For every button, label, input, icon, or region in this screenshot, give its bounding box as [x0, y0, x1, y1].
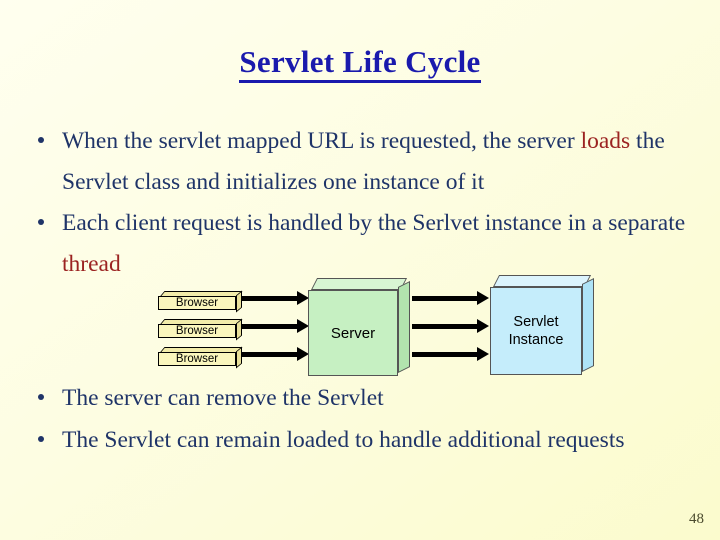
bullet-1-segment-1: When the servlet mapped URL is requested… — [62, 128, 581, 154]
bullet-2-highlight: thread — [62, 251, 121, 277]
arrow-server-to-servlet-3 — [412, 347, 489, 361]
page-number: 48 — [689, 511, 704, 527]
server-box-side-face — [398, 280, 410, 374]
browser-box-1: Browser — [158, 290, 243, 313]
arrow-server-to-servlet-2 — [412, 319, 489, 333]
browser-box-3-label: Browser — [158, 352, 236, 366]
bullet-dot-icon — [38, 219, 44, 225]
bullet-1-text: When the servlet mapped URL is requested… — [26, 121, 694, 203]
page-title-text: Servlet Life Cycle — [239, 44, 481, 83]
bullet-3-content: The server can remove the Servlet — [62, 385, 384, 411]
servlet-box-label-line2: Instance — [508, 332, 564, 348]
servlet-box-side-face — [582, 277, 594, 373]
servlet-box-top-face — [492, 275, 592, 287]
bullet-3-text: The server can remove the Servlet — [26, 378, 694, 419]
bullet-4-text: The Servlet can remain loaded to handle … — [26, 420, 694, 461]
server-box-label: Server — [308, 290, 398, 376]
bullet-1-highlight: loads — [580, 128, 631, 154]
browser-box-2: Browser — [158, 318, 243, 341]
browser-box-1-label: Browser — [158, 296, 236, 310]
server-box-top-face — [310, 278, 408, 290]
arrow-server-to-servlet-1 — [412, 291, 489, 305]
browser-box-side-face — [236, 318, 242, 341]
browser-box-2-label: Browser — [158, 324, 236, 338]
browser-box-side-face — [236, 346, 242, 369]
bullet-item-4: The Servlet can remain loaded to handle … — [26, 420, 694, 461]
arrow-browser2-to-server — [242, 319, 309, 333]
page-title: Servlet Life Cycle — [0, 44, 720, 83]
server-box: Server — [308, 278, 410, 376]
bullet-dot-icon — [38, 394, 44, 400]
browser-box-side-face — [236, 290, 242, 313]
bullet-item-2: Each client request is handled by the Se… — [26, 203, 694, 285]
bullet-item-3: The server can remove the Servlet — [26, 378, 694, 419]
browser-box-3: Browser — [158, 346, 243, 369]
arrow-browser3-to-server — [242, 347, 309, 361]
servlet-request-flow-diagram: Browser Browser Browser Server — [150, 275, 612, 386]
bullet-4-content: The Servlet can remain loaded to handle … — [62, 427, 625, 453]
servlet-instance-box: Servlet Instance — [490, 275, 594, 375]
bullet-1-segment-2: the Servlet class and initializes one in… — [62, 128, 665, 195]
bullet-2-segment-1: Each client request is handled by the Se… — [62, 210, 686, 236]
bullet-2-text: Each client request is handled by the Se… — [26, 203, 694, 285]
servlet-box-label-line1: Servlet — [513, 314, 559, 330]
arrow-browser1-to-server — [242, 291, 309, 305]
bullet-dot-icon — [38, 137, 44, 143]
bullet-dot-icon — [38, 436, 44, 442]
servlet-box-label: Servlet Instance — [490, 287, 582, 375]
bullet-item-1: When the servlet mapped URL is requested… — [26, 121, 694, 203]
